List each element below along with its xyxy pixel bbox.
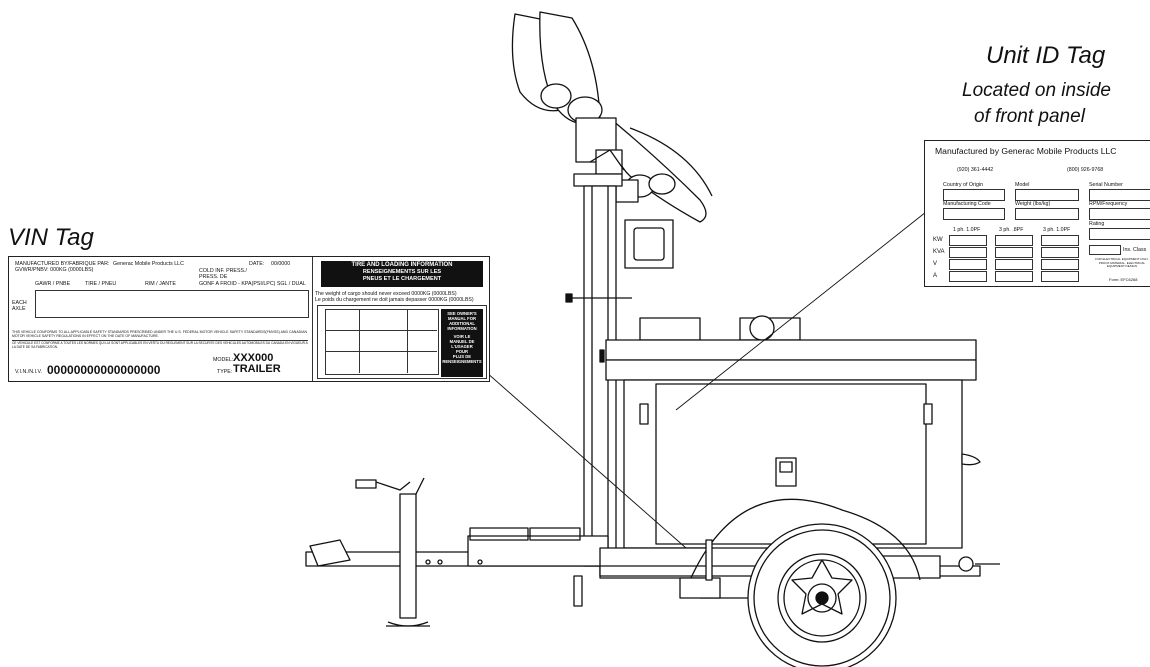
vin-vertical-divider [312, 257, 313, 381]
unit-rpm-box [1089, 208, 1150, 220]
vin-type-value: TRAILER [233, 363, 281, 375]
unit-model-label: Model [1015, 182, 1030, 188]
vin-gonf: GONF A FROID - KPA(PSI/LPC) SGL / DUAL [199, 281, 306, 287]
loading-table-grid [325, 309, 439, 375]
unit-ins-class-box [1089, 245, 1121, 255]
unit-fine-print: FOR ELECTRICAL EQUIPMENT ONLY. PROOF MAT… [1095, 257, 1149, 269]
unit-rating-box [1089, 228, 1150, 240]
unit-row-v: V [933, 261, 938, 267]
vin-model-value: XXX000 [233, 352, 274, 364]
unit-mfg-code-label: Manufacturing Code [943, 201, 991, 207]
vin-mfr-label: MANUFACTURED BY/FABRIQUE PAR: [15, 261, 110, 267]
unit-id-location-line2: of front panel [974, 106, 1085, 127]
unit-id-tag-label: Manufactured by Generac Mobile Products … [924, 140, 1150, 287]
vin-date-label: DATE: [249, 261, 265, 267]
vin-mfr-name: Generac Mobile Products LLC [113, 261, 184, 267]
unit-weight-box [1015, 208, 1079, 220]
unit-rpm-label: RPM/Frequency [1089, 201, 1128, 207]
cargo-limit-fr: Le poids du chargement ne doit jamais de… [315, 297, 474, 303]
unit-leader-line [675, 211, 927, 411]
vin-leader-line [485, 371, 687, 549]
unit-ins-class-label: Ins. Class [1123, 247, 1147, 253]
unit-id-tag-title: Unit ID Tag [986, 42, 1106, 69]
cargo-limit-en: The weight of cargo should never exceed … [315, 291, 457, 297]
unit-country-label: Country of Origin [943, 182, 984, 188]
unit-rating-label: Rating [1089, 221, 1105, 227]
vin-axle: AXLE [12, 306, 26, 312]
vin-conform-en: THIS VEHICLE CONFORMS TO ALL APPLICABLE … [12, 330, 308, 338]
vin-model-label: MODEL: [213, 357, 234, 363]
vin-conform-fr: CE VEHICULE EST CONFORME A TOUTES LES NO… [12, 341, 308, 349]
vin-axle-box [35, 290, 309, 318]
vin-number-value: 00000000000000000 [47, 363, 161, 377]
unit-serial-box [1089, 189, 1150, 201]
unit-col-1ph: 1 ph. 1.0PF [953, 227, 981, 233]
vin-cold-inf: COLD INF. PRESS./ [199, 268, 247, 274]
jack-stand [355, 477, 430, 627]
unit-phone-1: (920) 361-4442 [957, 167, 994, 173]
vin-each: EACH [12, 300, 27, 306]
unit-serial-label: Serial Number [1089, 182, 1123, 188]
vin-number-label: V.I.N./N.I.V. [15, 369, 42, 375]
vin-tag-label: MANUFACTURED BY/FABRIQUE PAR: Generac Mo… [8, 256, 490, 382]
vin-date-value: 00/0000 [271, 261, 291, 267]
owners-manual-notice: SEE OWNER'S MANUAL FOR ADDITIONAL INFORM… [441, 309, 483, 377]
unit-id-location-line1: Located on inside [962, 80, 1111, 101]
unit-country-box [943, 189, 1005, 201]
vin-gvwr: GVWR/PNBV: 000KG (0000LBS) [15, 267, 94, 273]
unit-phone-2: (800) 926-9768 [1067, 167, 1104, 173]
misc-parts [573, 539, 721, 607]
unit-mfg-code-box [943, 208, 1005, 220]
vin-rim: RIM / JANTE [145, 281, 176, 287]
unit-weight-label: Weight (lbs/kg) [1015, 201, 1051, 207]
vin-gawr: GAWR / PNBE [35, 281, 71, 287]
loading-table [317, 305, 487, 379]
unit-model-box [1015, 189, 1079, 201]
unit-row-kw: KW [933, 237, 943, 243]
unit-manufacturer: Manufactured by Generac Mobile Products … [935, 146, 1117, 156]
vin-type-label: TYPE: [217, 369, 233, 375]
unit-col-3ph-08: 3 ph. .8PF [999, 227, 1024, 233]
unit-row-a: A [933, 273, 938, 279]
unit-form-number: Form: EFC6268 [1109, 277, 1138, 282]
vin-tire: TIRE / PNEU [85, 281, 117, 287]
unit-col-3ph-10: 3 ph. 1.0PF [1043, 227, 1071, 233]
tire-loading-header: TIRE AND LOADING INFORMATION RENSEIGNEME… [321, 261, 483, 287]
enclosure [599, 315, 981, 549]
vin-divider [12, 340, 308, 341]
lamp-heads [511, 11, 713, 223]
unit-row-kva: KVA [933, 249, 945, 255]
wheel [689, 498, 921, 667]
vin-tag-title: VIN Tag [8, 224, 94, 251]
vin-press-de: PRESS. DE [199, 274, 228, 280]
